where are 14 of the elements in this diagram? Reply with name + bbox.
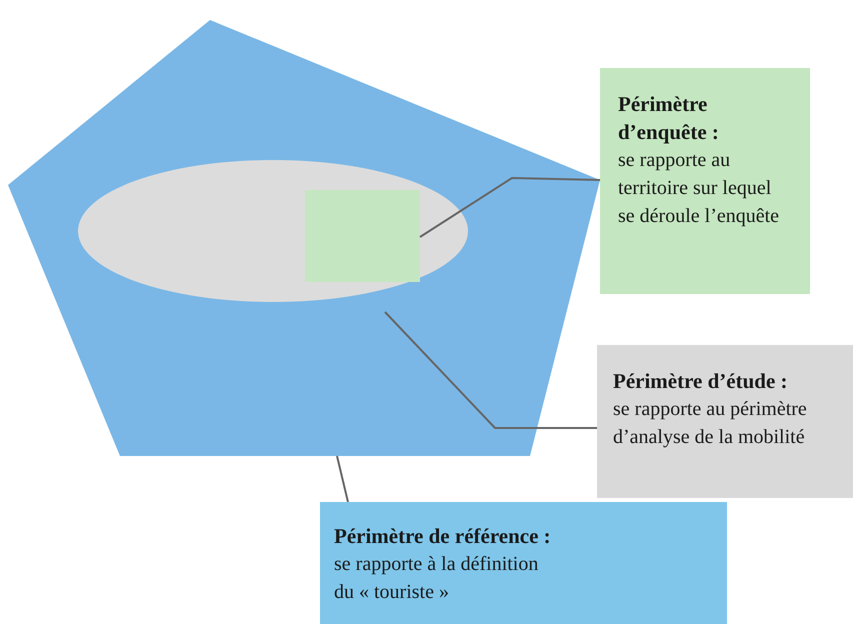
callout-heading: Périmètre de référence : xyxy=(334,523,552,550)
callout-description: se rapporte au périmètre d’analyse de la mobilité xyxy=(613,397,808,450)
leader-line xyxy=(419,177,600,238)
callout-card xyxy=(320,502,727,624)
callout-heading: Périmètre d’enquête : xyxy=(618,91,720,146)
callout-description: se rapporte au territoire sur lequel se déroule l’enquête xyxy=(618,148,780,229)
square-shape xyxy=(305,190,420,282)
leader-line xyxy=(384,311,597,429)
callout-heading: Périmètre d’étude : xyxy=(613,368,789,395)
pentagon-shape xyxy=(8,20,600,456)
callout-card xyxy=(600,68,810,294)
leader-line xyxy=(336,456,349,502)
callout-description: se rapporte à la définition du « touriste » xyxy=(334,552,540,605)
callout-card xyxy=(597,345,853,498)
